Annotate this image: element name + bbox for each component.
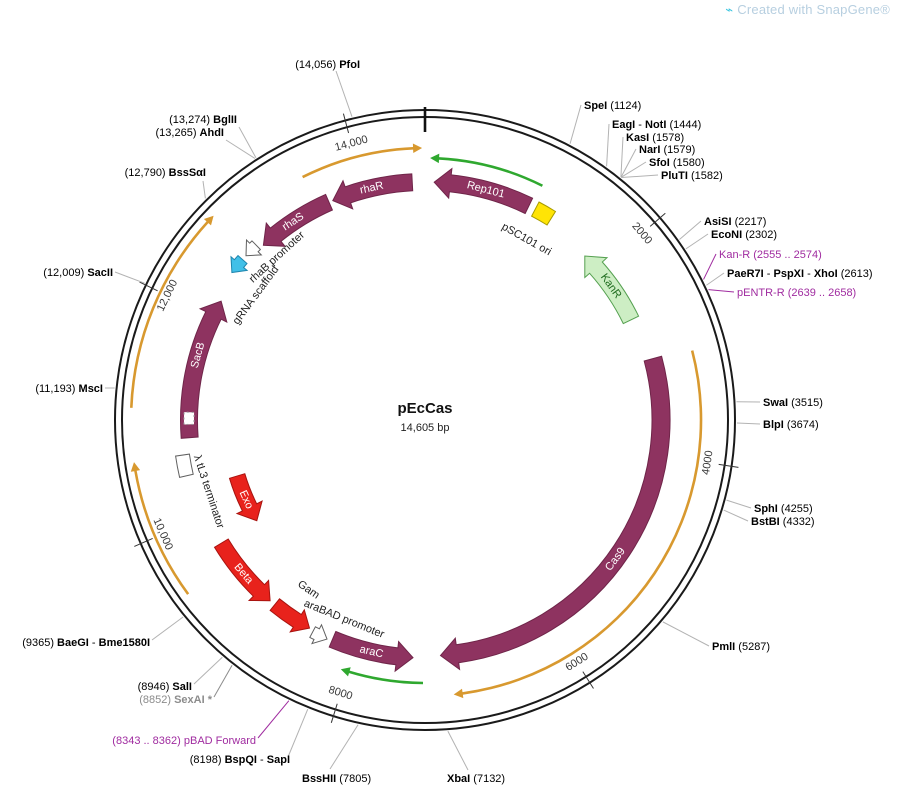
site-label-pmli-5287[interactable]: PmlI (5287): [712, 641, 770, 653]
site-leader: [620, 136, 624, 178]
backbone-ring: [114, 109, 736, 731]
feature-rhar[interactable]: [332, 173, 414, 210]
tick-mark: [139, 281, 158, 292]
site-leader: [723, 509, 749, 522]
orf-arrow[interactable]: [130, 462, 190, 595]
site-label-swai-3515[interactable]: SwaI (3515): [763, 397, 823, 409]
plasmid-name: pEcCas: [397, 400, 452, 417]
site-leader: [621, 174, 659, 179]
site-label-xbai-7132[interactable]: XbaI (7132): [447, 773, 505, 785]
site-leader: [703, 253, 717, 280]
site-leader: [706, 272, 725, 286]
tick-label: 4000: [700, 450, 716, 476]
feature-sacb[interactable]: [180, 300, 228, 439]
orf-arrow[interactable]: [340, 667, 423, 685]
site-label-13-274-bglii[interactable]: (13,274) BglII: [169, 114, 237, 126]
feature-exo[interactable]: [228, 473, 263, 522]
site-label-12-009-sacii[interactable]: (12,009) SacII: [43, 267, 113, 279]
site-label-14-056-pfoi[interactable]: (14,056) PfoI: [295, 59, 360, 71]
site-label-kan-r-2555-2574[interactable]: Kan-R (2555 .. 2574): [719, 249, 822, 261]
site-leader: [213, 664, 233, 698]
tick-mark: [330, 703, 338, 723]
site-leader: [708, 289, 735, 293]
site-label-pluti-1582[interactable]: PluTI (1582): [661, 170, 723, 182]
site-label-12-790-bsss-i[interactable]: (12,790) BssSαI: [125, 167, 206, 179]
feature-rep101[interactable]: [433, 167, 534, 215]
snapgene-watermark-text: Created with SnapGene®: [737, 2, 890, 17]
site-leader: [335, 70, 353, 117]
site-label-sphi-4255[interactable]: SphI (4255): [754, 503, 813, 515]
site-leader: [620, 161, 647, 178]
orf-arrow[interactable]: [302, 143, 423, 179]
feature-psc101-ori[interactable]: [530, 201, 557, 226]
site-label-bstbi-4332[interactable]: BstBI (4332): [751, 516, 815, 528]
site-label-13-265-ahdi[interactable]: (13,265) AhdI: [156, 127, 224, 139]
site-label-spei-1124[interactable]: SpeI (1124): [584, 100, 641, 112]
site-leader: [238, 126, 257, 159]
site-label-blpi-3674[interactable]: BlpI (3674): [763, 419, 819, 431]
site-leader: [193, 656, 223, 685]
tick-label: 8000: [327, 684, 354, 703]
tick-mark: [582, 671, 594, 689]
snapgene-logo-icon: ⌁: [725, 2, 734, 17]
site-leader: [447, 730, 469, 771]
site-leader: [606, 123, 610, 167]
site-leader: [736, 422, 761, 425]
site-label-9365-baegi-bme1580i[interactable]: (9365) BaeGI - Bme1580I: [22, 637, 150, 649]
site-leader: [726, 499, 752, 509]
site-leader: [620, 148, 637, 178]
site-label-kasi-1578[interactable]: KasI (1578): [626, 132, 684, 144]
site-label-11-193-msci[interactable]: (11,193) MscI: [35, 383, 103, 395]
site-label-eagi-noti-1444[interactable]: EagI - NotI (1444): [612, 119, 701, 131]
feature-gam[interactable]: [269, 598, 311, 633]
snapgene-watermark: ⌁Created with SnapGene®: [725, 2, 890, 18]
feature-beta[interactable]: [213, 538, 271, 602]
site-leader: [662, 621, 710, 647]
site-leader: [151, 616, 184, 641]
site-label-pentr-r-2639-2658[interactable]: pENTR-R (2639 .. 2658): [737, 287, 856, 299]
feature-label-arac: araC: [358, 643, 384, 660]
feature-arabad-promoter[interactable]: [309, 623, 328, 645]
feature-label-tl3-terminator: λ tL3 terminator: [191, 454, 227, 531]
site-label-8343-8362-pbad-forward[interactable]: (8343 .. 8362) pBAD Forward: [112, 735, 256, 747]
plasmid-size: 14,605 bp: [401, 422, 450, 434]
site-label-bsshii-7805[interactable]: BssHII (7805): [302, 773, 371, 785]
site-leader: [329, 724, 359, 770]
site-leader: [114, 271, 145, 284]
site-label-econi-2302[interactable]: EcoNI (2302): [711, 229, 777, 241]
tick-mark: [718, 463, 739, 468]
site-leader: [257, 700, 290, 739]
feature-sacb-truncation[interactable]: [183, 411, 195, 426]
site-label-8852-sexai[interactable]: (8852) SexAI *: [139, 694, 212, 706]
site-leader: [679, 220, 702, 240]
site-leader: [685, 233, 709, 250]
feature-label-rhar: rhaR: [359, 180, 385, 197]
site-label-8946-sali[interactable]: (8946) SalI: [138, 681, 192, 693]
tick-label: 2000: [629, 220, 654, 246]
site-label-nari-1579[interactable]: NarI (1579): [639, 144, 695, 156]
feature-tl3-terminator[interactable]: [175, 453, 194, 479]
feature-cas9[interactable]: [439, 355, 671, 671]
feature-label-psc101-ori: pSC101 ori: [499, 221, 553, 258]
site-label-asisi-2217[interactable]: AsiSI (2217): [704, 216, 766, 228]
feature-grna-scaffold[interactable]: [230, 254, 249, 274]
tick-mark: [134, 538, 153, 547]
feature-kanr[interactable]: [584, 255, 640, 325]
feature-rhab-promoter[interactable]: [245, 238, 263, 257]
site-label-8198-bspqi-sapi[interactable]: (8198) BspQI - SapI: [190, 754, 290, 766]
feature-arac[interactable]: [328, 630, 414, 673]
feature-rhas[interactable]: [262, 193, 334, 247]
tick-label: 14,000: [334, 134, 370, 154]
tick-mark: [342, 113, 350, 134]
site-label-sfoi-1580[interactable]: SfoI (1580): [649, 157, 705, 169]
backbone-ring: [121, 116, 729, 724]
site-leader: [225, 139, 256, 159]
site-leader: [569, 104, 582, 144]
tick-mark: [649, 212, 666, 227]
tick-label: 6000: [563, 651, 590, 674]
site-label-paer7i-pspxi-xhoi-2613[interactable]: PaeR7I - PspXI - XhoI (2613): [727, 268, 873, 280]
site-leader: [287, 708, 309, 758]
site-leader: [202, 180, 206, 199]
